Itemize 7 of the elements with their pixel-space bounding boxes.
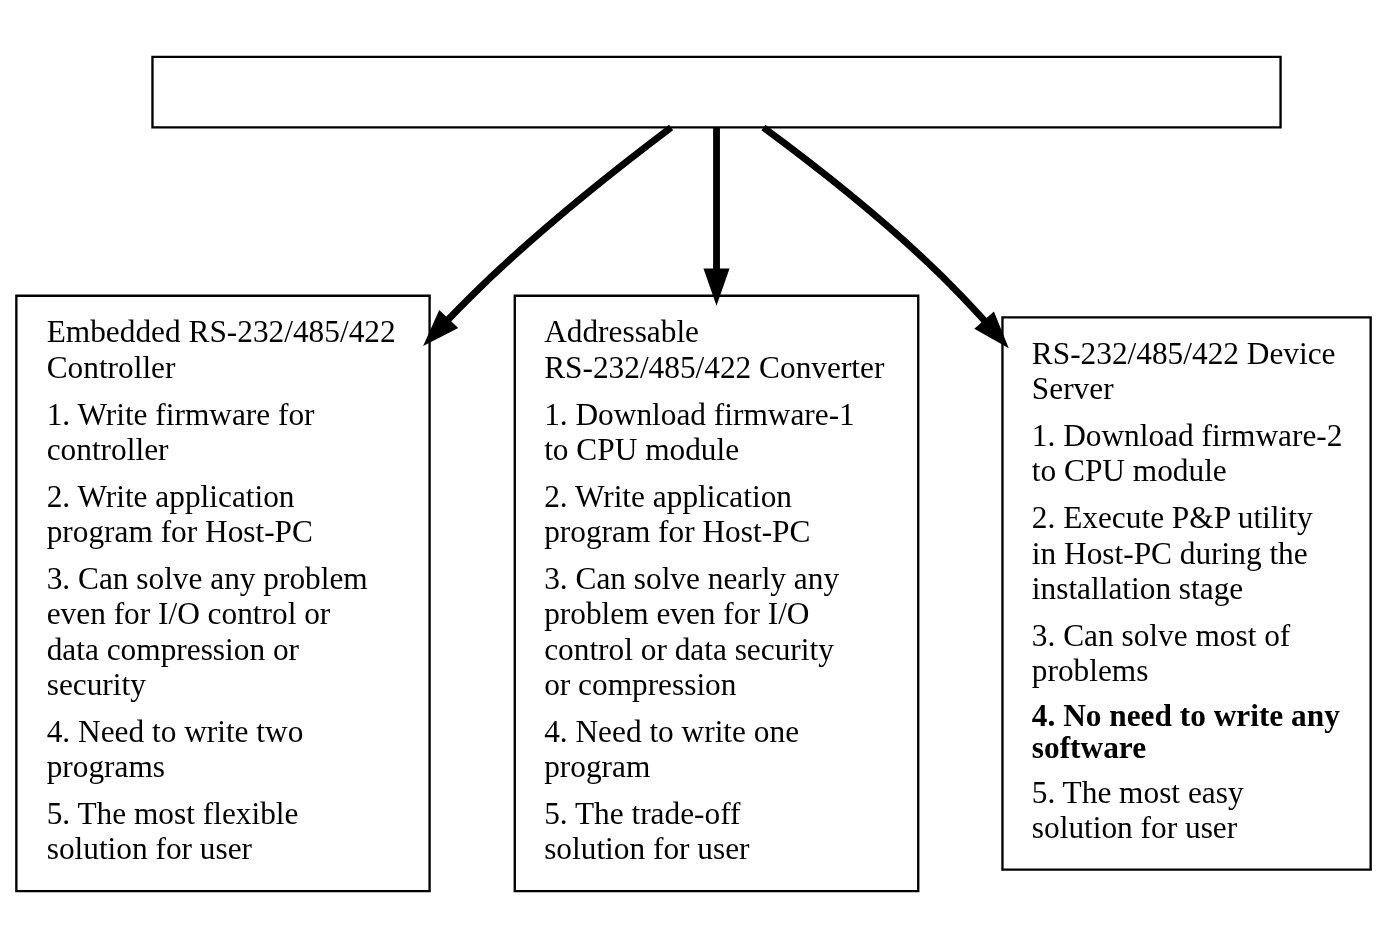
node-box: Addressable RS-232/485/422 Converter 1. Download firmware-1 to CPU module 2. Write application program for Host-PC 3. Can solve nearly any problem even for I/O control or data security or compression 4. Need to write one program 5. The trade-off solution for user	[513, 294, 920, 892]
arrow	[423, 124, 674, 346]
arrow	[761, 124, 1009, 348]
node-box: RS-232/485/422 Device Server 1. Download firmware-2 to CPU module 2. Execute P&P utility in Host-PC during the installation stage 3. Can solve most of problems 4. No need to write any software 5. The most easy solution for user	[1001, 315, 1372, 871]
node-box	[151, 55, 1282, 128]
arrow	[703, 126, 730, 306]
node-box: Embedded RS-232/485/422 Controller 1. Write firmware for controller 2. Write application program for Host-PC 3. Can solve any problem even for I/O control or data compression or security 4. Need to write two programs 5. The most flexible solution for user	[15, 294, 431, 892]
